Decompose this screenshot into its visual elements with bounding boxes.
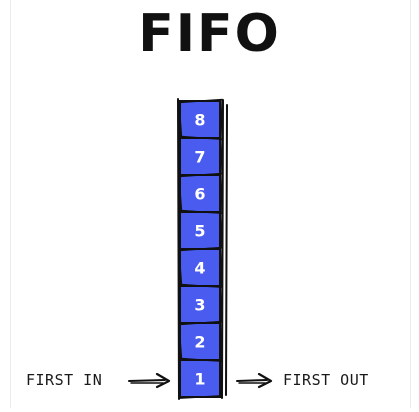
stack-item-label: 6 <box>194 185 205 204</box>
first-out-arrow-icon <box>236 373 273 389</box>
stack-item: 5 <box>178 210 223 251</box>
canvas-frame <box>10 0 411 408</box>
first-in-label: FIRST IN <box>26 371 103 389</box>
stack-item-label: 5 <box>194 222 205 241</box>
stack-diagram: 8 7 6 5 4 3 2 1 <box>177 98 228 400</box>
stack-sketch-stroke <box>221 99 224 399</box>
stack-item-label: 8 <box>194 111 205 130</box>
stack-item-label: 3 <box>194 296 205 315</box>
stack-sketch-stroke <box>177 98 180 400</box>
stack-item-label: 4 <box>194 259 205 278</box>
stack-item-label: 7 <box>194 148 205 167</box>
stack-item: 8 <box>178 98 223 141</box>
stack-item: 2 <box>178 320 223 363</box>
stack-sketch-stroke <box>225 104 228 396</box>
stack-item-label: 2 <box>194 333 205 352</box>
page-title: FIFO <box>138 4 281 64</box>
first-in-arrow-icon <box>128 373 171 389</box>
stack-item: 1 <box>178 358 223 399</box>
first-out-label: FIRST OUT <box>283 371 369 389</box>
stack-item: 3 <box>178 284 223 325</box>
stack-item-label: 1 <box>194 370 205 389</box>
stack-item: 4 <box>178 246 223 289</box>
stack-item: 6 <box>178 172 223 215</box>
fifo-stack: 8 7 6 5 4 3 2 1 <box>172 98 232 408</box>
stack-item: 7 <box>178 136 223 177</box>
